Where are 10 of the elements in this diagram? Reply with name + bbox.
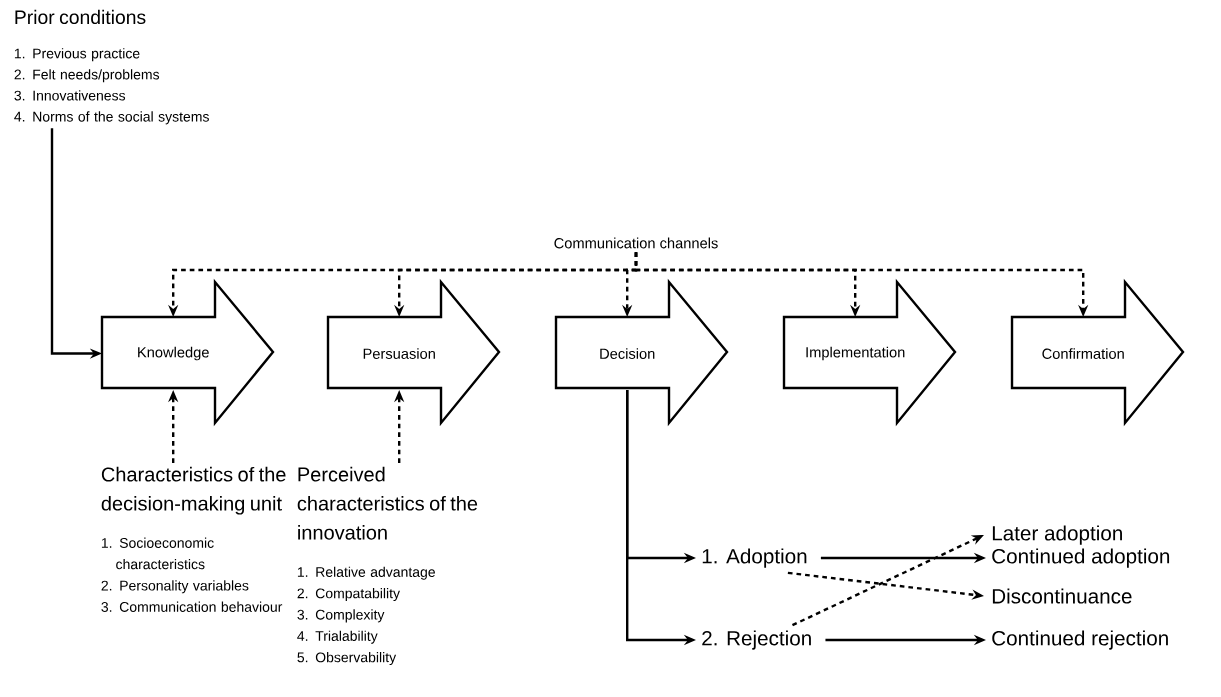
characteristics-list: Perceived characteristics of the innovation 1. Relative advantage 2. Compatability 3. Complexity 4. Trialability 5. Observability xyxy=(297,466,478,666)
channel-label: Communication channels xyxy=(554,237,718,249)
outcome-label: Continued adoption xyxy=(992,548,1170,568)
outcome-label: 2. Rejection xyxy=(702,630,811,650)
condition-list: Prior conditions 1. Previous practice 2. Felt needs/problems 3. Innovativeness 4. Norms of the social systems xyxy=(14,9,209,125)
outcome-label: Continued rejection xyxy=(992,630,1168,650)
outcome-label: Discontinuance xyxy=(992,588,1132,604)
outcome-label: 1. Adoption xyxy=(702,548,807,568)
outcome-label: Later adoption xyxy=(992,525,1122,545)
characteristics-list: Characteristics of the decision-making unit 1. Socioeconomic characteristics 2. Personality variables 3. Communication behaviour xyxy=(101,466,286,612)
